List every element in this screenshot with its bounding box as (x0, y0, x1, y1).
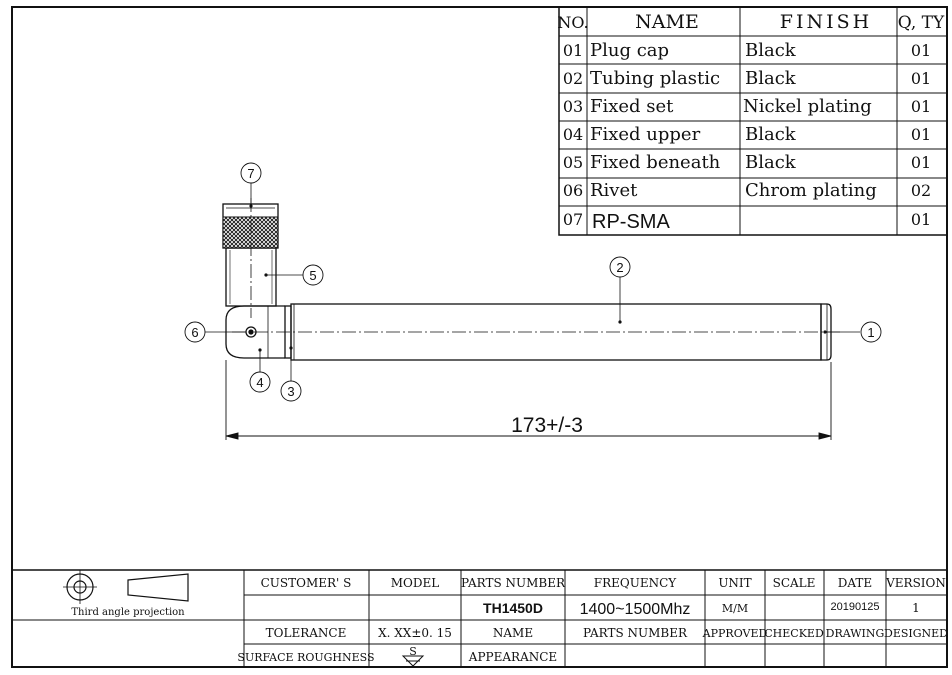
value-parts-number: TH1450D (483, 600, 543, 616)
title-block (12, 569, 947, 667)
bom-header-name: NAME (635, 11, 699, 33)
bom-row-no: 05 (563, 153, 583, 172)
bom-row-name: Fixed set (590, 96, 674, 117)
value-version: 1 (912, 601, 920, 615)
bom-row-qty: 01 (911, 41, 931, 60)
bom-row-qty: 01 (911, 97, 931, 116)
bom-row: 03 Fixed set Nickel plating 01 (563, 96, 931, 117)
plug-cap-part (820, 303, 832, 361)
callout-balloon: 3 (280, 380, 302, 402)
bom-row-no: 07 (563, 210, 583, 229)
bom-row: 07 RP-SMA 01 (563, 210, 931, 233)
bom-row: 04 Fixed upper Black 01 (563, 124, 931, 145)
bom-row-no: 04 (563, 125, 583, 144)
balloon-label: 2 (616, 260, 623, 275)
bom-row-name: Fixed upper (590, 124, 701, 145)
balloon-label: 5 (309, 268, 316, 283)
header-unit: UNIT (718, 576, 751, 590)
bom-row-qty: 01 (911, 153, 931, 172)
bom-row-finish: Black (745, 124, 797, 145)
callout-balloon: 2 (609, 256, 631, 278)
bom-row-no: 02 (563, 69, 583, 88)
callout-balloon: 6 (184, 321, 206, 343)
callout-balloon: 1 (860, 321, 882, 343)
balloon-label: 7 (247, 166, 254, 181)
bom-header-no: NO. (557, 13, 588, 32)
overall-length-dimension (225, 360, 832, 440)
callout-balloon: 7 (240, 162, 262, 184)
bom-row-finish: Nickel plating (743, 96, 872, 117)
tolerance-label: TOLERANCE (266, 626, 347, 640)
designed-label: DESIGNED (884, 627, 948, 640)
bom-row: 05 Fixed beneath Black 01 (563, 152, 931, 173)
balloon-label: 3 (287, 384, 294, 399)
tolerance-value: X. XX±0. 15 (378, 626, 452, 640)
bom-row-name: Rivet (590, 180, 638, 201)
bom-row: 02 Tubing plastic Black 01 (563, 68, 931, 89)
header-version: VERSION (885, 576, 946, 590)
third-angle-projection-icon (63, 570, 189, 604)
header-frequency: FREQUENCY (594, 576, 678, 590)
balloon-label: 6 (191, 325, 198, 340)
checked-label: CHECKED (764, 627, 824, 640)
bom-row-finish: Black (745, 152, 797, 173)
bom-row-finish: Black (745, 40, 797, 61)
header-scale: SCALE (773, 576, 816, 590)
bom-row-qty: 01 (911, 69, 931, 88)
bom-row-finish: Black (745, 68, 797, 89)
balloon-label: 1 (867, 325, 874, 340)
projection-label: Third angle projection (71, 607, 185, 618)
appearance-label: APPEARANCE (468, 650, 557, 664)
center-lines (232, 198, 842, 333)
name-label: NAME (493, 626, 533, 640)
approved-label: APPROVED (702, 627, 768, 640)
bom-row-name: RP-SMA (592, 211, 670, 233)
value-unit: M/M (722, 602, 748, 615)
bom-row-no: 01 (563, 41, 583, 60)
leader-dots (249, 204, 827, 352)
value-date: 20190125 (831, 601, 880, 613)
balloon-label: 4 (256, 375, 263, 390)
bom-row-name: Tubing plastic (590, 68, 720, 89)
bom-row-qty: 02 (911, 181, 931, 200)
header-model: MODEL (391, 576, 440, 590)
bom-header-qty: Q, TY (898, 13, 945, 33)
header-customer: CUSTOMER' S (261, 576, 352, 590)
bom-row-name: Plug cap (590, 40, 669, 61)
header-parts-number: PARTS NUMBER (461, 576, 566, 590)
bom-row-name: Fixed beneath (590, 152, 721, 173)
sheet-border (11, 6, 948, 668)
surface-roughness-label: SURFACE ROUGHNESS (237, 651, 374, 664)
bom-row-qty: 01 (911, 210, 931, 229)
bom-row: 06 Rivet Chrom plating 02 (563, 180, 931, 201)
leader-lines (205, 183, 860, 381)
value-frequency: 1400~1500Mhz (580, 601, 691, 618)
bom-row: 01 Plug cap Black 01 (563, 40, 931, 61)
roughness-symbol-letter: S (409, 645, 417, 658)
bom-row-qty: 01 (911, 125, 931, 144)
dimension-length-label: 173+/-3 (511, 414, 583, 437)
bom-table (558, 6, 948, 236)
bom-header-finish: FINISH (780, 11, 872, 33)
bom-row-no: 03 (563, 97, 583, 116)
header-date: DATE (838, 576, 872, 590)
bom-row-no: 06 (563, 181, 583, 200)
drawing-label: DRAWING (826, 627, 885, 640)
callout-balloon: 5 (302, 264, 324, 286)
parts-number-label: PARTS NUMBER (583, 626, 688, 640)
callout-balloon: 4 (249, 371, 271, 393)
bom-row-finish: Chrom plating (745, 180, 877, 201)
surface-roughness-icon (401, 655, 425, 667)
